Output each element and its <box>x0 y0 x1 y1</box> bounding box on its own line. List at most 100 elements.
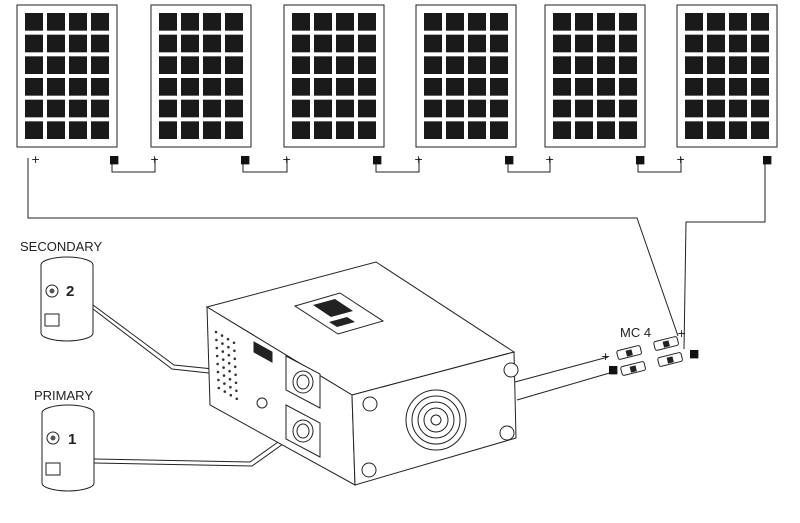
solar-cell <box>358 34 376 53</box>
solar-cell <box>707 13 725 31</box>
solar-cell <box>314 78 332 96</box>
svg-text:■: ■ <box>689 347 699 360</box>
solar-cell <box>553 78 571 96</box>
solar-panel <box>415 4 517 148</box>
solar-cell <box>91 121 109 139</box>
tank-heater-icon <box>44 313 60 327</box>
solar-panel <box>544 4 646 148</box>
solar-panel-array <box>16 4 778 148</box>
polarity-markers: + ■ + ■ + ■ + ■ + ■ + ■ <box>31 153 772 166</box>
solar-cell <box>225 56 243 74</box>
svg-text:■: ■ <box>762 153 772 166</box>
solar-cell <box>69 56 87 74</box>
solar-cell <box>358 56 376 74</box>
mc4-connectors: + ■ + ■ <box>601 327 699 376</box>
solar-cell <box>575 78 593 96</box>
controller-display <box>293 292 385 335</box>
solar-cell <box>181 121 199 139</box>
mc4-label: MC 4 <box>620 325 651 340</box>
solar-cell <box>597 78 615 96</box>
solar-cell <box>225 121 243 139</box>
solar-cell <box>292 13 310 31</box>
solar-cell <box>490 13 508 31</box>
solar-cell <box>314 56 332 74</box>
solar-cell <box>490 56 508 74</box>
solar-cell <box>292 99 310 118</box>
solar-cell <box>685 121 703 139</box>
solar-cell <box>597 34 615 53</box>
solar-cell <box>203 78 221 96</box>
svg-text:■: ■ <box>504 153 514 166</box>
solar-cell <box>336 56 354 74</box>
solar-cell <box>468 99 486 118</box>
svg-text:■: ■ <box>608 363 618 376</box>
fuse-holder-icon <box>256 397 268 409</box>
solar-cell <box>47 99 65 118</box>
solar-cell <box>159 78 177 96</box>
solar-cell <box>25 34 43 53</box>
solar-cell <box>597 121 615 139</box>
solar-cell <box>553 56 571 74</box>
solar-cell <box>424 121 442 139</box>
solar-cell <box>225 13 243 31</box>
solar-cell <box>314 121 332 139</box>
svg-text:■: ■ <box>372 153 382 166</box>
solar-panel <box>676 4 778 148</box>
solar-cell <box>446 34 464 53</box>
solar-cell <box>181 78 199 96</box>
solar-cell <box>575 99 593 118</box>
solar-cell <box>203 121 221 139</box>
solar-cell <box>490 121 508 139</box>
solar-cell <box>91 34 109 53</box>
solar-cell <box>446 56 464 74</box>
svg-text:+: + <box>677 327 686 340</box>
solar-cell <box>751 99 769 118</box>
solar-cell <box>159 121 177 139</box>
main-feed-wiring <box>27 158 766 350</box>
svg-text:+: + <box>31 153 40 166</box>
solar-cell <box>729 99 747 118</box>
solar-cell <box>729 34 747 53</box>
solar-cell <box>468 121 486 139</box>
solar-cell <box>685 56 703 74</box>
solar-cell <box>575 121 593 139</box>
solar-cell <box>159 34 177 53</box>
svg-text:■: ■ <box>240 153 250 166</box>
solar-cell <box>292 34 310 53</box>
solar-cell <box>181 99 199 118</box>
svg-text:+: + <box>545 153 554 166</box>
solar-cell <box>446 13 464 31</box>
solar-cell <box>424 78 442 96</box>
solar-cell <box>619 121 637 139</box>
solar-cell <box>575 13 593 31</box>
solar-cell <box>685 13 703 31</box>
svg-text:+: + <box>414 153 423 166</box>
solar-cell <box>314 13 332 31</box>
solar-cell <box>468 34 486 53</box>
solar-cell <box>203 13 221 31</box>
solar-panel <box>16 4 118 148</box>
solar-cell <box>424 13 442 31</box>
solar-cell <box>707 78 725 96</box>
solar-panel <box>150 4 252 148</box>
solar-cell <box>729 121 747 139</box>
tank-number: 1 <box>68 431 76 448</box>
solar-cell <box>336 121 354 139</box>
solar-cell <box>707 34 725 53</box>
solar-cell <box>553 13 571 31</box>
solar-cell <box>91 56 109 74</box>
solar-cell <box>225 34 243 53</box>
solar-cell <box>751 121 769 139</box>
solar-cell <box>685 99 703 118</box>
secondary-label: SECONDARY <box>20 239 102 254</box>
solar-cell <box>446 78 464 96</box>
solar-cell <box>597 56 615 74</box>
solar-cell <box>707 56 725 74</box>
solar-cell <box>69 121 87 139</box>
solar-cell <box>314 99 332 118</box>
svg-text:+: + <box>282 153 291 166</box>
solar-cell <box>292 78 310 96</box>
solar-cell <box>159 56 177 74</box>
solar-cell <box>25 13 43 31</box>
